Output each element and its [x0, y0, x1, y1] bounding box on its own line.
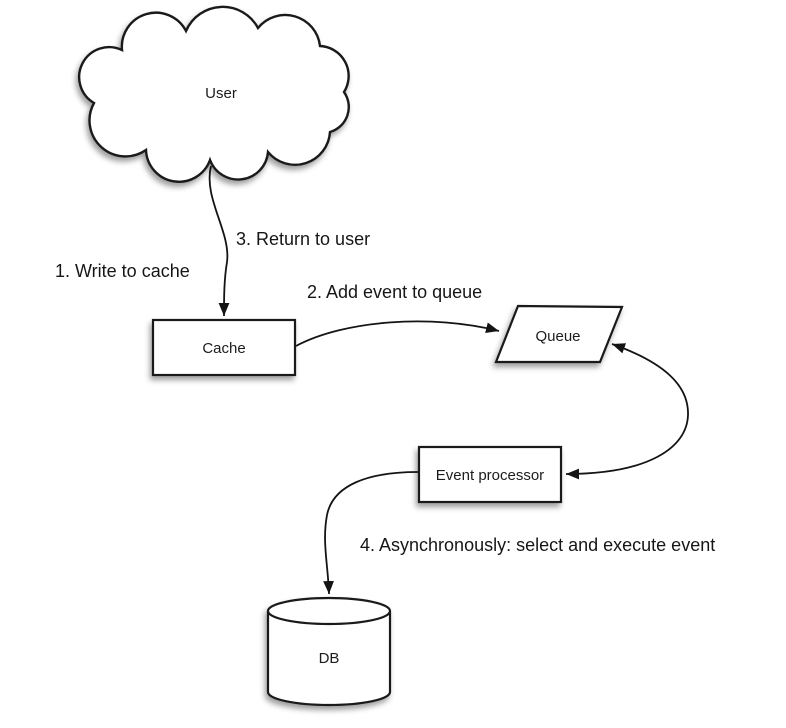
edge-label-return-to-user: 3. Return to user: [236, 229, 370, 249]
db-cylinder-body: [266, 611, 392, 707]
cache-rect: [151, 318, 297, 377]
user-node-label: User: [205, 85, 237, 102]
db-node-label: DB: [319, 650, 340, 667]
edge-label-async-select-execute: 4. Asynchronously: select and execute ev…: [360, 535, 715, 555]
edge-event-processor-to-db: [323, 471, 419, 595]
edge-cache-to-queue: [295, 320, 500, 347]
cloud-shape: [77, 5, 350, 183]
cache-node-label: Cache: [202, 340, 245, 357]
user-cloud-node: [77, 5, 350, 183]
edge-user-to-cache: [208, 165, 230, 317]
event-processor-node: [417, 445, 563, 504]
edge-label-write-to-cache: 1. Write to cache: [55, 261, 190, 281]
db-cylinder-top: [266, 596, 392, 626]
queue-node-label: Queue: [535, 328, 580, 345]
cache-node: [151, 318, 297, 377]
edge-queue-event-processor: [565, 343, 689, 480]
db-node: [266, 596, 392, 707]
edge-label-add-event-to-queue: 2. Add event to queue: [307, 282, 482, 302]
event-processor-node-label: Event processor: [436, 467, 544, 484]
event-processor-rect: [417, 445, 563, 504]
